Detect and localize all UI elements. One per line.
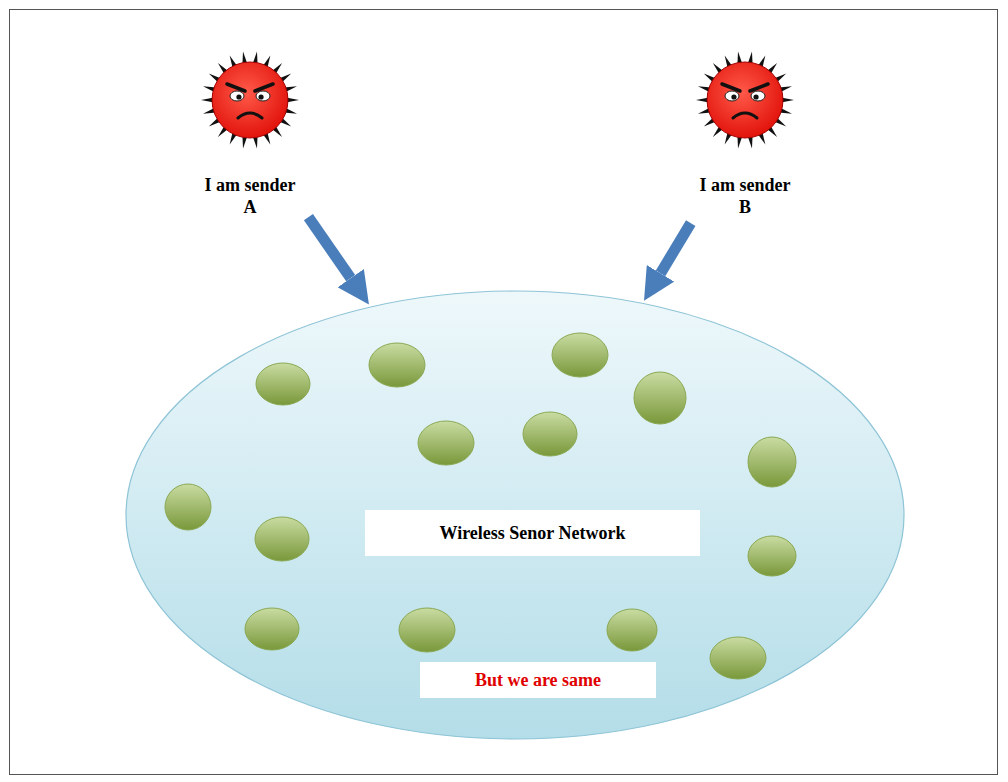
network-note: But we are same: [420, 662, 656, 698]
attack-arrow: [661, 223, 691, 273]
sensor-node: [369, 343, 425, 387]
angry-face-icon: [693, 48, 797, 152]
sensor-node: [523, 412, 577, 456]
spikes: [201, 51, 299, 148]
sensor-node: [256, 363, 310, 405]
sender-label: I am sender A: [200, 174, 300, 218]
sender-label: I am sender B: [695, 174, 795, 218]
sensor-node: [710, 637, 766, 679]
sensor-node: [399, 608, 455, 652]
sensor-node: [748, 437, 796, 487]
sensor-node: [552, 333, 608, 377]
sensor-node: [245, 608, 299, 650]
attack-arrow: [308, 217, 350, 278]
angry-face-icon: [198, 48, 302, 152]
sensor-node: [748, 536, 796, 576]
spikes: [696, 51, 794, 148]
face-body: [212, 62, 288, 138]
sensor-node: [165, 484, 211, 530]
sensor-node: [607, 609, 657, 651]
attacker-node: I am sender B: [690, 48, 800, 218]
attacker-node: I am sender A: [195, 48, 305, 218]
sensor-node: [634, 372, 686, 424]
network-title: Wireless Senor Network: [365, 510, 700, 556]
face-body: [707, 62, 783, 138]
sensor-node: [418, 421, 474, 465]
sensor-node: [255, 517, 309, 561]
frame-border: [10, 10, 998, 775]
network-boundary: [126, 291, 904, 739]
sensor-network: Wireless Senor NetworkBut we are same: [125, 290, 905, 740]
